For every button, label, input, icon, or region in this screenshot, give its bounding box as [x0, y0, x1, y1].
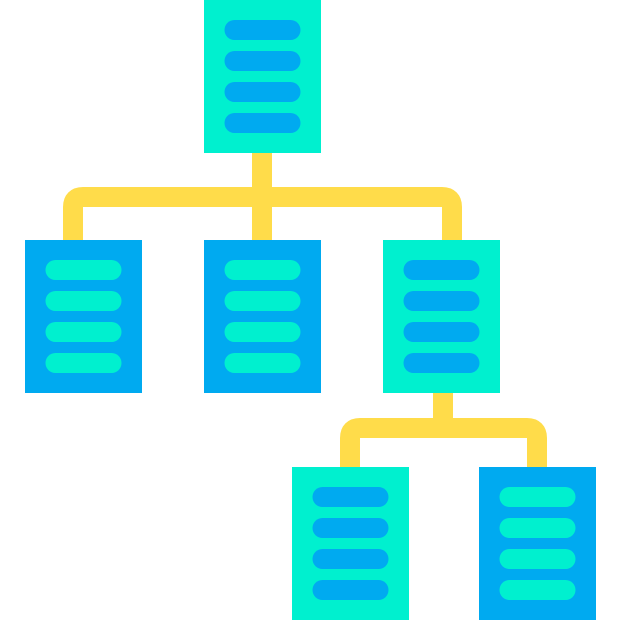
node-bar [312, 580, 389, 600]
node-child-2 [204, 240, 321, 393]
node-bar [224, 260, 301, 280]
node-bar [224, 82, 301, 102]
node-bar [403, 322, 480, 342]
node-bar [499, 487, 576, 507]
node-bar [312, 549, 389, 569]
node-bar [403, 260, 480, 280]
node-bar [499, 580, 576, 600]
node-bar [45, 260, 122, 280]
connector-lines [63, 153, 547, 467]
connector-child3-branch [340, 418, 547, 467]
node-bar [224, 20, 301, 40]
node-grandchild-2 [479, 467, 596, 620]
node-bar [45, 322, 122, 342]
node-bar [499, 549, 576, 569]
node-grandchild-1 [292, 467, 409, 620]
node-bar [224, 113, 301, 133]
node-bar [499, 518, 576, 538]
node-bar [224, 353, 301, 373]
node-bar [403, 353, 480, 373]
node-bar [45, 353, 122, 373]
connector-root-branch [63, 187, 462, 240]
node-child-3 [383, 240, 500, 393]
diagram-nodes [25, 0, 596, 620]
node-bar [224, 51, 301, 71]
node-bar [312, 518, 389, 538]
node-bar [224, 322, 301, 342]
node-child-1 [25, 240, 142, 393]
node-root [204, 0, 321, 153]
node-bar [312, 487, 389, 507]
node-bar [403, 291, 480, 311]
node-bar [224, 291, 301, 311]
node-bar [45, 291, 122, 311]
